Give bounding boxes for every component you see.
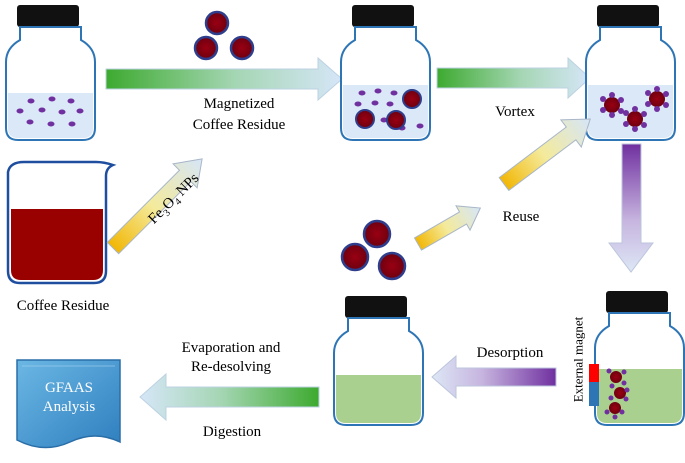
np-with-analyte-3 xyxy=(623,106,647,132)
bottle-1-icon xyxy=(5,5,96,141)
label-magnetized-line1: Magnetized xyxy=(203,96,275,112)
label-gfaas-line1: GFAAS xyxy=(44,380,94,396)
arrow-evaporation xyxy=(139,372,320,422)
np-with-analyte-1 xyxy=(600,92,624,118)
arrow-to-magnetized xyxy=(105,56,343,102)
label-vortex: Vortex xyxy=(495,104,535,120)
magnetic-np-cluster-reuse xyxy=(340,219,407,281)
arrow-down xyxy=(607,143,655,273)
arrow-fe3o4 xyxy=(106,158,203,255)
bottle-1-particles xyxy=(16,96,84,127)
label-gfaas-line2: Analysis xyxy=(42,399,96,415)
label-desorption: Desorption xyxy=(476,345,544,361)
label-evaporation-line2: Re-desolving xyxy=(191,359,271,375)
np-aggregate-at-magnet xyxy=(604,368,630,420)
label-digestion: Digestion xyxy=(202,424,262,440)
np-with-analyte-2 xyxy=(645,86,669,112)
magnet-icon xyxy=(589,364,599,406)
document-icon xyxy=(16,359,121,449)
bottle-1-cap xyxy=(17,5,79,27)
label-magnetized-line2: Coffee Residue xyxy=(192,117,286,133)
bottle-4-icon xyxy=(589,291,685,426)
beaker-icon xyxy=(6,160,117,285)
label-evaporation-line1: Evaporation and xyxy=(181,340,281,356)
label-external-magnet: External magnet xyxy=(570,316,586,403)
bottle-5-icon xyxy=(333,296,424,426)
arrow-vortex xyxy=(436,56,591,100)
label-reuse: Reuse xyxy=(502,209,540,225)
arrow-reuse-long xyxy=(498,118,591,192)
bottle-2-icon xyxy=(340,5,431,141)
arrow-desorption xyxy=(431,354,557,400)
bottle-1-liquid xyxy=(8,93,93,138)
bottle-3-icon xyxy=(585,5,676,141)
magnetic-np-cluster-top xyxy=(193,10,255,61)
arrow-reuse-short xyxy=(413,205,482,251)
label-coffee-residue: Coffee Residue xyxy=(16,298,110,314)
coffee-residue-liquid xyxy=(11,209,103,280)
